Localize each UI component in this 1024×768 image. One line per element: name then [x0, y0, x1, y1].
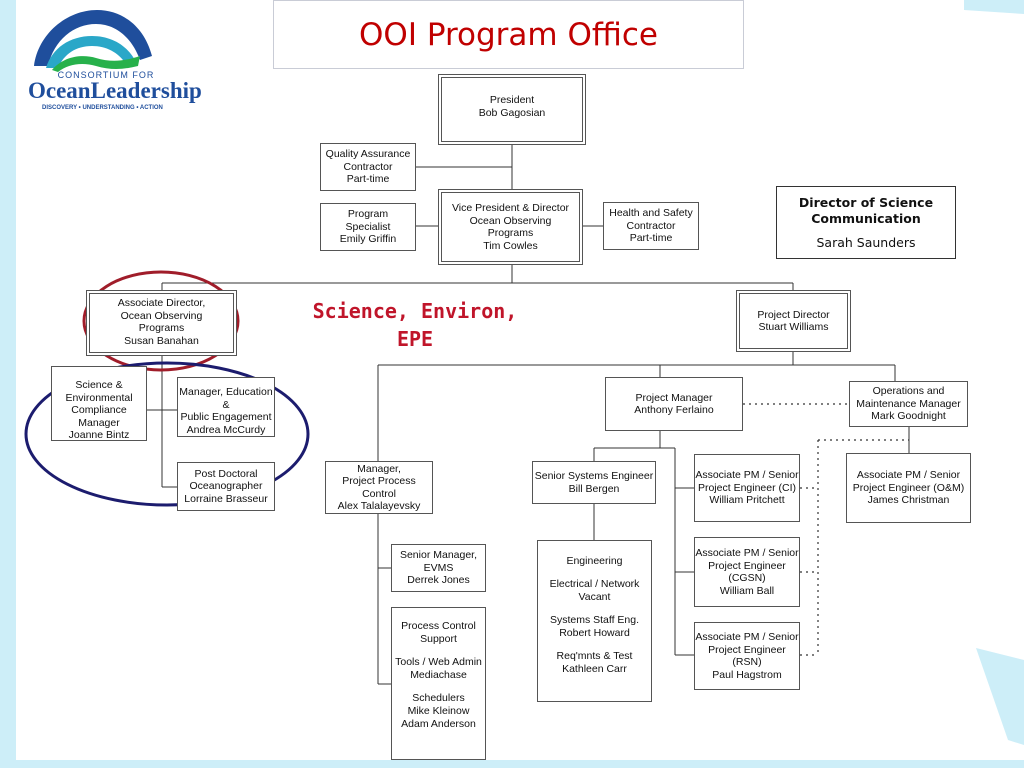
director-science-communication-box: Director of Science Communication Sarah …	[776, 186, 956, 259]
dsc-title: Director of Science Communication	[798, 195, 934, 226]
evms-box: Senior Manager, EVMS Derrek Jones	[391, 544, 486, 592]
slide-title: OOI Program Office	[359, 16, 658, 53]
logo-name-ocean: Ocean	[28, 78, 91, 103]
logo-consortium-text: CONSORTIUM FOR	[57, 70, 155, 80]
project-director-box: Project Director Stuart Williams	[739, 293, 848, 349]
program-specialist-box: Program Specialist Emily Griffin	[320, 203, 416, 251]
science-compliance-manager-box: Science & Environmental Compliance Manag…	[51, 366, 147, 441]
highlight-ellipse-red	[82, 270, 240, 372]
dsc-name: Sarah Saunders	[816, 235, 916, 250]
right-decoration	[964, 0, 1024, 745]
pcs-line-schedulers: Schedulers Mike Kleinow Adam Anderson	[401, 692, 476, 730]
project-manager-box: Project Manager Anthony Ferlaino	[605, 377, 743, 431]
wave-icon	[34, 10, 152, 72]
science-environ-epe-annotation: Science, Environ, EPE	[312, 299, 518, 351]
slide-title-box: OOI Program Office	[273, 0, 744, 69]
process-control-manager-box: Manager, Project Process Control Alex Ta…	[325, 461, 433, 514]
postdoc-box: Post Doctoral Oceanographer Lorraine Bra…	[177, 462, 275, 511]
pcs-line-tools: Tools / Web Admin Mediachase	[395, 656, 482, 681]
operations-maintenance-manager-box: Operations and Maintenance Manager Mark …	[849, 381, 968, 427]
engineering-box: Engineering Electrical / Network Vacant …	[537, 540, 652, 702]
associate-director-box: Associate Director, Ocean Observing Prog…	[89, 293, 234, 353]
apm-ci-box: Associate PM / Senior Project Engineer (…	[694, 454, 800, 522]
vice-president-box: Vice President & Director Ocean Observin…	[441, 192, 580, 262]
eng-line-electrical: Electrical / Network Vacant	[549, 578, 640, 603]
health-safety-box: Health and Safety Contractor Part-time	[603, 202, 699, 250]
left-accent-stripe	[0, 0, 16, 768]
eng-line-engineering: Engineering	[566, 555, 623, 567]
logo-name-leadership: Leadership	[90, 78, 202, 103]
logo-name: OceanLeadership	[28, 78, 202, 104]
bottom-accent-stripe	[0, 760, 1024, 768]
education-manager-box: Manager, Education & Public Engagement A…	[177, 377, 275, 437]
president-box: President Bob Gagosian	[441, 77, 583, 142]
apm-cgsn-box: Associate PM / Senior Project Engineer (…	[694, 537, 800, 607]
pcs-line-support: Process Control Support	[401, 620, 476, 645]
eng-line-reqmnts: Req'mnts & Test Kathleen Carr	[556, 650, 633, 675]
eng-line-systems: Systems Staff Eng. Robert Howard	[549, 614, 640, 639]
ocean-leadership-logo: CONSORTIUM FOR OceanLeadership DISCOVERY…	[12, 4, 202, 114]
quality-assurance-box: Quality Assurance Contractor Part-time	[320, 143, 416, 191]
process-control-support-box: Process Control Support Tools / Web Admi…	[391, 607, 486, 760]
logo-tagline: DISCOVERY • UNDERSTANDING • ACTION	[42, 105, 163, 111]
apm-rsn-box: Associate PM / Senior Project Engineer (…	[694, 622, 800, 690]
senior-systems-engineer-box: Senior Systems Engineer Bill Bergen	[532, 461, 656, 504]
highlight-ellipse-blue	[24, 361, 310, 507]
apm-om-box: Associate PM / Senior Project Engineer (…	[846, 453, 971, 523]
